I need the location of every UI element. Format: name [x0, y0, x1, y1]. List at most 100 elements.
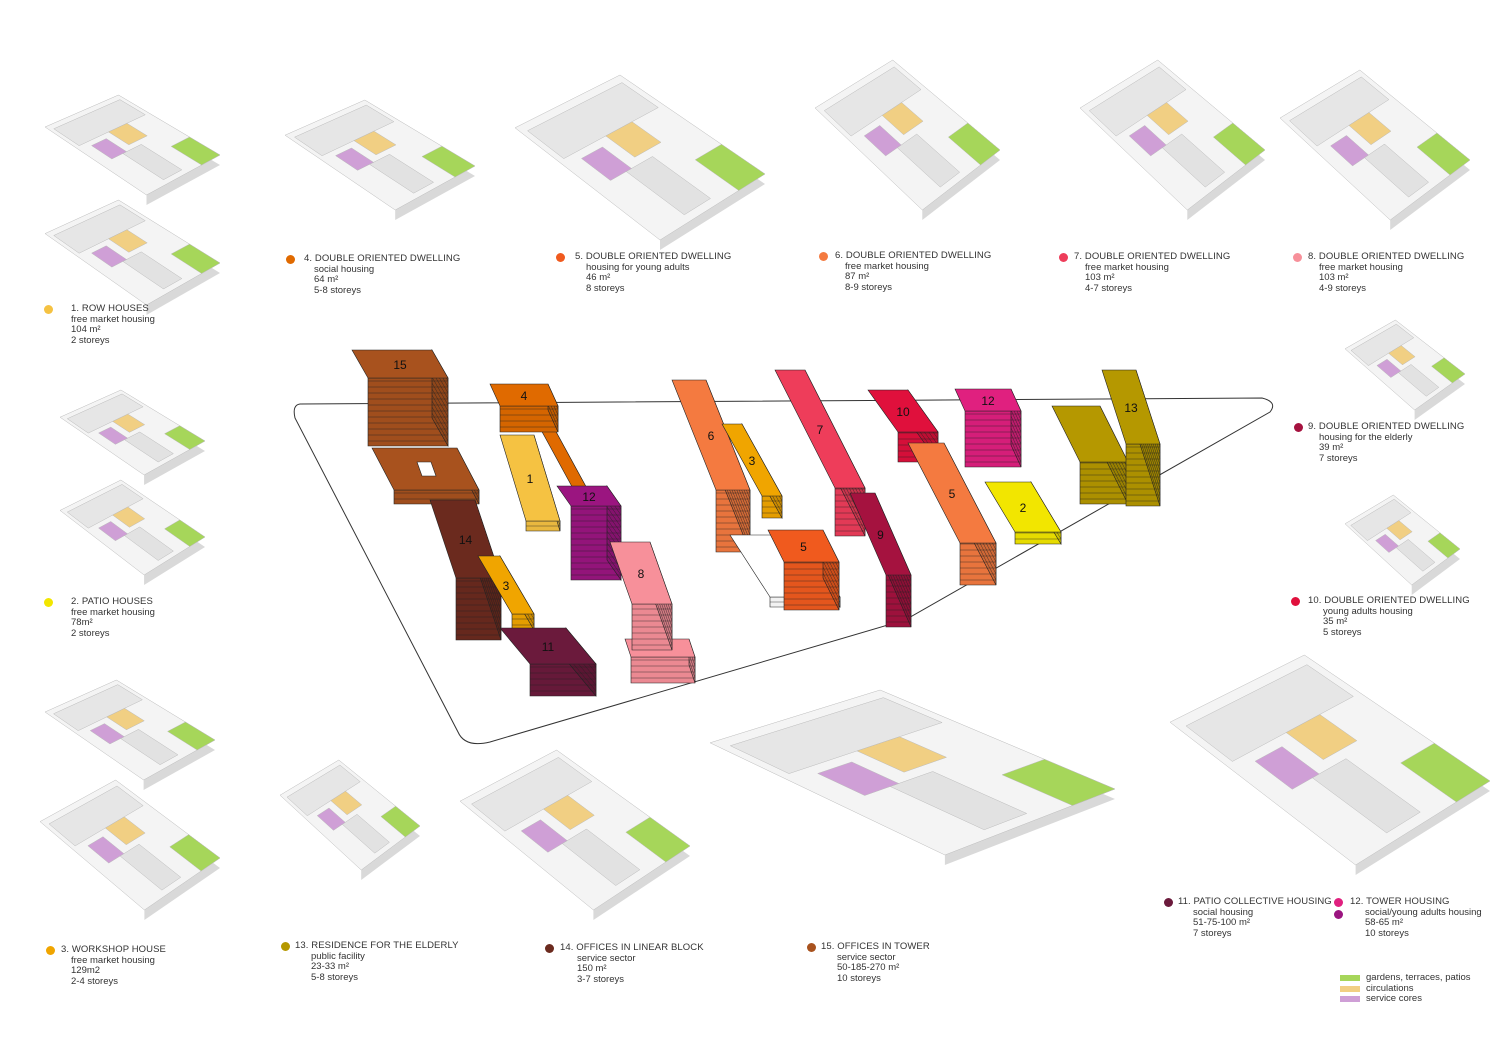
building-block[interactable]: 2 — [984, 480, 1062, 546]
rooms — [124, 431, 174, 463]
rooms — [471, 757, 593, 832]
service-core — [1376, 358, 1402, 378]
storey-line — [431, 406, 449, 436]
building-block[interactable]: 3 — [721, 422, 783, 520]
rooms — [625, 156, 711, 216]
service-core — [89, 723, 125, 745]
color-dot — [46, 946, 55, 955]
garden-area — [421, 145, 476, 178]
wall-section — [120, 480, 205, 585]
circulation-area — [1285, 714, 1358, 760]
storey-line — [431, 400, 449, 430]
typology-title: 14. OFFICES IN LINEAR BLOCK — [560, 942, 704, 953]
wall-section — [364, 100, 475, 220]
garden-area — [380, 805, 421, 838]
dwelling-axonometric — [59, 389, 206, 485]
building-block[interactable]: 3 — [477, 554, 535, 632]
building-block[interactable] — [624, 638, 696, 684]
building-block[interactable]: 4 — [489, 383, 559, 433]
typology-detail: 7 storeys — [1193, 927, 1232, 939]
color-dot — [1294, 423, 1303, 432]
dwelling-axonometric — [1169, 654, 1491, 875]
color-dot — [545, 944, 554, 953]
building-block[interactable]: 5 — [907, 442, 997, 586]
building-block[interactable]: 12 — [556, 485, 622, 581]
typology-title: 9. DOUBLE ORIENTED DWELLING — [1308, 421, 1465, 432]
typology-detail: social housing — [314, 263, 375, 275]
typology-detail: 2-4 storeys — [71, 975, 118, 987]
storey-line — [547, 404, 559, 428]
storey-line — [822, 560, 840, 594]
block-number-label: 8 — [638, 567, 645, 581]
building-block[interactable]: 9 — [849, 492, 912, 628]
building-block[interactable]: 12 — [954, 388, 1022, 468]
circulation-area — [1348, 112, 1392, 146]
building-block[interactable]: 5 — [767, 529, 840, 611]
building-block[interactable] — [371, 447, 480, 505]
dwelling-axonometric — [39, 779, 221, 920]
typology-title: 13. RESIDENCE FOR THE ELDERLY — [295, 940, 459, 951]
typology-detail: free market housing — [71, 954, 155, 966]
rooms — [53, 204, 146, 254]
typology-detail: 150 m² — [577, 963, 607, 975]
building-block[interactable]: 15 — [351, 348, 449, 448]
wall-section — [1393, 495, 1460, 595]
storey-line — [688, 659, 696, 679]
dwelling-axonometric — [459, 749, 691, 920]
rooms — [286, 764, 361, 817]
typology-detail: public facility — [311, 950, 365, 962]
building-block[interactable]: 8 — [609, 541, 673, 651]
typology-detail: 7 storeys — [1319, 452, 1358, 464]
dwelling-axonometric — [44, 199, 221, 315]
block-number-label: 2 — [1020, 501, 1027, 515]
circulation-area — [104, 816, 146, 846]
building-block[interactable]: 1 — [499, 434, 561, 532]
block-top-face — [477, 555, 535, 615]
typology-detail: 39 m² — [1319, 442, 1344, 454]
color-dot — [807, 943, 816, 952]
garden-area — [170, 136, 221, 166]
key-service-cores: service cores — [1340, 994, 1471, 1005]
wall-section — [338, 760, 420, 880]
block-top-face — [1101, 369, 1161, 445]
building-block[interactable]: 11 — [499, 627, 597, 697]
building-block[interactable]: 13 — [1101, 369, 1161, 507]
storey-line — [1010, 415, 1022, 439]
color-dot-secondary — [1334, 910, 1343, 919]
wall-section — [118, 95, 220, 205]
wall-section — [556, 750, 690, 920]
block-top-face — [609, 541, 673, 605]
building-block[interactable]: 7 — [774, 369, 866, 537]
block-number-label: 6 — [708, 429, 715, 443]
block-number-label: 10 — [896, 405, 910, 419]
block-top-face — [489, 383, 559, 407]
wall-section — [115, 780, 220, 920]
rooms — [369, 154, 435, 194]
garden-area — [625, 816, 691, 863]
storey-line — [606, 518, 622, 540]
circulation-area — [1386, 520, 1413, 541]
typology-detail: 78m² — [71, 617, 93, 629]
building-block[interactable] — [1051, 405, 1129, 505]
typology-detail: free market housing — [1319, 261, 1403, 273]
typology-detail: 5-8 storeys — [314, 284, 361, 296]
block-top-face — [499, 434, 561, 522]
typology-detail: 4-9 storeys — [1319, 282, 1366, 294]
storey-line — [1010, 427, 1022, 451]
rooms — [53, 99, 146, 146]
rooms — [66, 484, 144, 529]
color-key: gardens, terraces, patios circulations s… — [1340, 972, 1471, 1005]
dwelling-axonometric — [1344, 494, 1461, 595]
dwelling-axonometric — [1279, 69, 1471, 230]
garden-area — [1431, 357, 1466, 384]
typology-detail: 87 m² — [845, 271, 870, 283]
circulation-area — [881, 102, 924, 136]
typology-detail: service sector — [837, 951, 896, 963]
block-number-label: 9 — [877, 528, 884, 542]
garden-area — [170, 243, 221, 274]
